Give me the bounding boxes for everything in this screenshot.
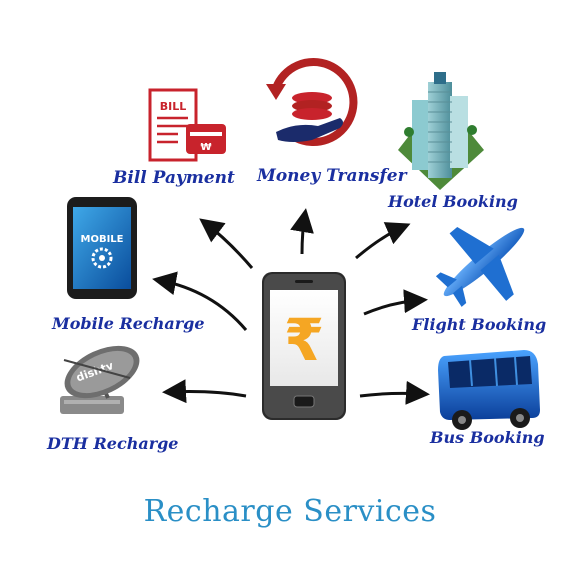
label-flight-booking: Flight Booking <box>412 315 547 334</box>
label-mobile-recharge: Mobile Recharge <box>52 314 205 333</box>
arrow-flight <box>363 289 428 316</box>
label-dth-recharge: DTH Recharge <box>47 434 179 453</box>
svg-text:₩: ₩ <box>200 142 211 153</box>
bus-icon <box>438 350 540 430</box>
diagram-title: Recharge Services <box>143 494 437 529</box>
arrow-bill <box>199 218 254 269</box>
bill-icon: BILL ₩ <box>148 88 226 162</box>
arrow-dth <box>162 379 247 404</box>
arrow-bus <box>359 380 430 405</box>
money-transfer-icon <box>266 58 358 146</box>
label-hotel-booking: Hotel Booking <box>388 192 518 211</box>
mobile-phone-icon: MOBILE <box>67 197 137 299</box>
arrow-mobile <box>152 271 248 331</box>
svg-text:MOBILE: MOBILE <box>81 234 124 245</box>
arrow-money <box>290 208 314 255</box>
center-phone-icon: ₹ <box>262 272 346 420</box>
label-bill-payment: Bill Payment <box>113 168 235 188</box>
arrow-hotel <box>355 222 411 260</box>
svg-text:BILL: BILL <box>160 100 187 113</box>
arrows <box>152 208 430 405</box>
airplane-icon <box>435 227 525 307</box>
hotel-building-icon <box>398 72 484 190</box>
rupee-symbol: ₹ <box>284 306 324 374</box>
label-bus-booking: Bus Booking <box>430 428 545 447</box>
satellite-dish-icon: dishtv <box>60 345 140 414</box>
label-money-transfer: Money Transfer <box>257 166 407 186</box>
